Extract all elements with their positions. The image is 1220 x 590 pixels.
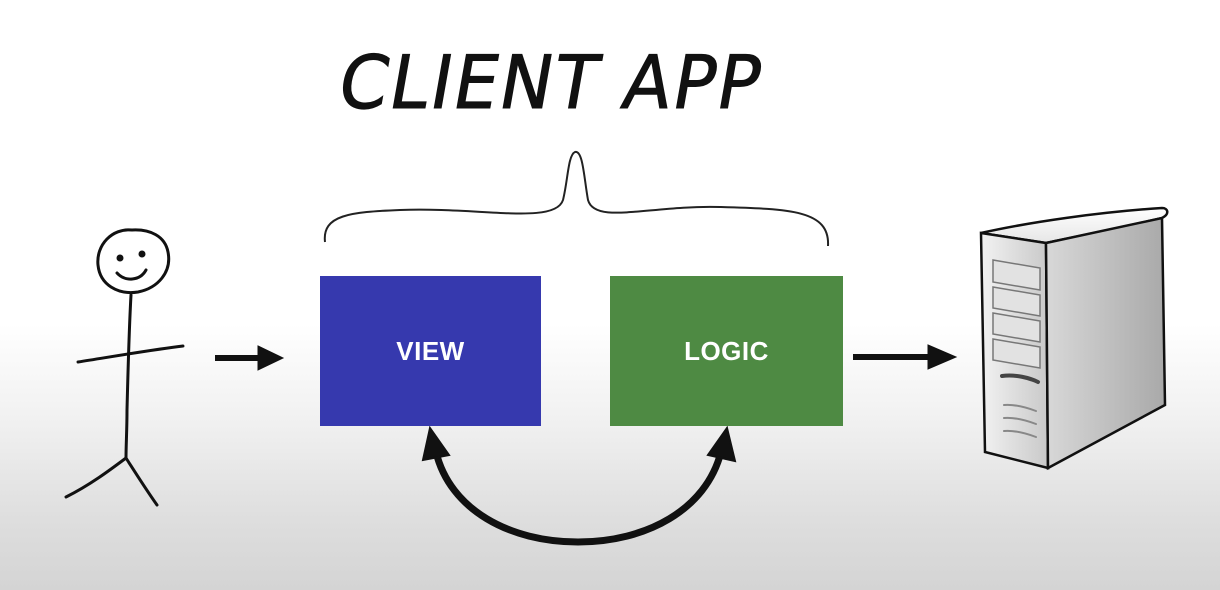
client-app-brace [323, 151, 830, 247]
stick-figure-icon [64, 228, 185, 507]
view-logic-curved-arrow [421, 425, 737, 546]
view-box: VIEW [320, 276, 541, 426]
server-tower-icon [979, 206, 1169, 471]
logic-label: LOGIC [684, 335, 769, 366]
arrow-logic-to-server [853, 344, 958, 370]
logic-box: LOGIC [610, 276, 843, 426]
arrow-user-to-view [215, 345, 285, 371]
view-label: VIEW [396, 335, 465, 366]
